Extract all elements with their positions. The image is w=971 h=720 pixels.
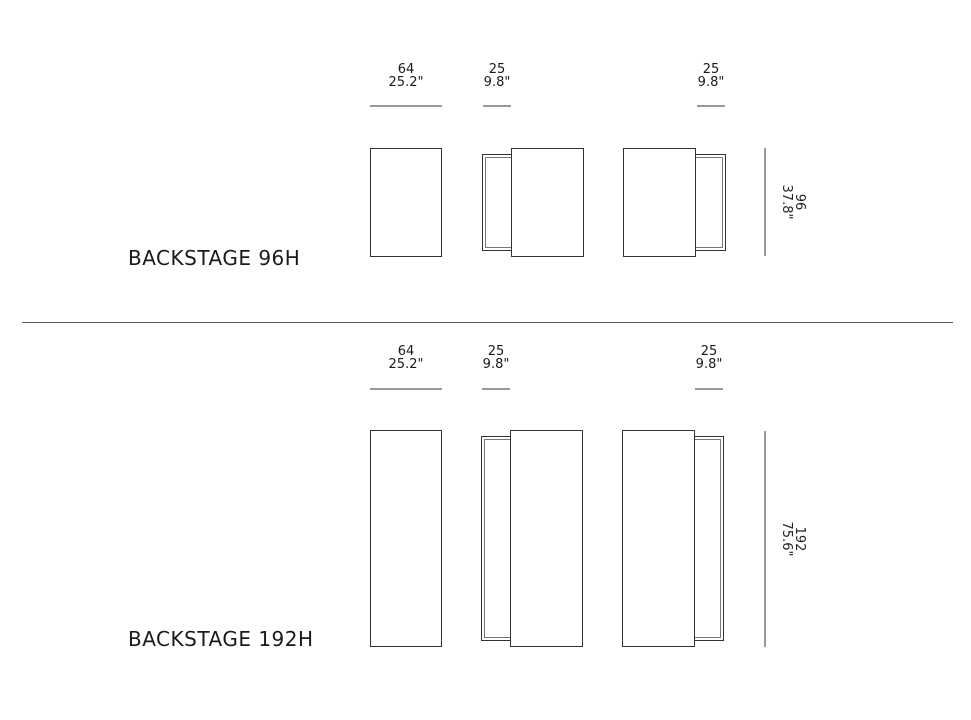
side-view-right-panel-192h <box>622 430 695 647</box>
product-title-192h: BACKSTAGE 192H <box>128 627 314 651</box>
product-title-96h: BACKSTAGE 96H <box>128 246 301 270</box>
dim-label-depth-right-2: 25 9.8" <box>669 345 749 371</box>
dim-metric: 25 <box>700 344 718 359</box>
dim-imperial: 9.8" <box>695 357 723 372</box>
dim-metric: 25 <box>702 62 720 77</box>
dim-label-height: 96 37.8" <box>779 172 807 232</box>
dim-metric: 64 <box>397 62 415 77</box>
side-view-left-frame-192h <box>481 436 513 641</box>
dim-imperial: 75.6" <box>779 521 794 557</box>
dim-imperial: 25.2" <box>388 357 424 372</box>
front-view-96h <box>370 148 442 257</box>
dim-label-height-2: 192 75.6" <box>779 509 807 569</box>
dim-imperial: 9.8" <box>483 75 511 90</box>
side-view-right-panel-96h <box>623 148 696 257</box>
side-view-right-frame-inner-96h <box>694 157 723 248</box>
dim-imperial: 9.8" <box>482 357 510 372</box>
dim-label-depth-left: 25 9.8" <box>457 63 537 89</box>
side-view-right-frame-inner-192h <box>692 439 721 638</box>
dim-label-depth-left-2: 25 9.8" <box>456 345 536 371</box>
side-view-left-frame-inner-192h <box>484 439 513 638</box>
dim-metric: 64 <box>397 344 415 359</box>
dim-metric: 25 <box>487 344 505 359</box>
dim-label-width-2: 64 25.2" <box>366 345 446 371</box>
dim-imperial: 9.8" <box>697 75 725 90</box>
dim-metric: 192 <box>792 526 807 552</box>
side-view-left-panel-96h <box>511 148 584 257</box>
side-view-right-frame-96h <box>694 154 726 251</box>
dim-label-width: 64 25.2" <box>366 63 446 89</box>
dim-metric: 96 <box>792 193 807 211</box>
dim-imperial: 37.8" <box>779 184 794 220</box>
side-view-left-frame-96h <box>482 154 513 251</box>
side-view-right-frame-192h <box>692 436 724 641</box>
dim-label-depth-right: 25 9.8" <box>671 63 751 89</box>
dim-metric: 25 <box>488 62 506 77</box>
side-view-left-frame-inner-96h <box>485 157 513 248</box>
dim-imperial: 25.2" <box>388 75 424 90</box>
front-view-192h <box>370 430 442 647</box>
side-view-left-panel-192h <box>510 430 583 647</box>
